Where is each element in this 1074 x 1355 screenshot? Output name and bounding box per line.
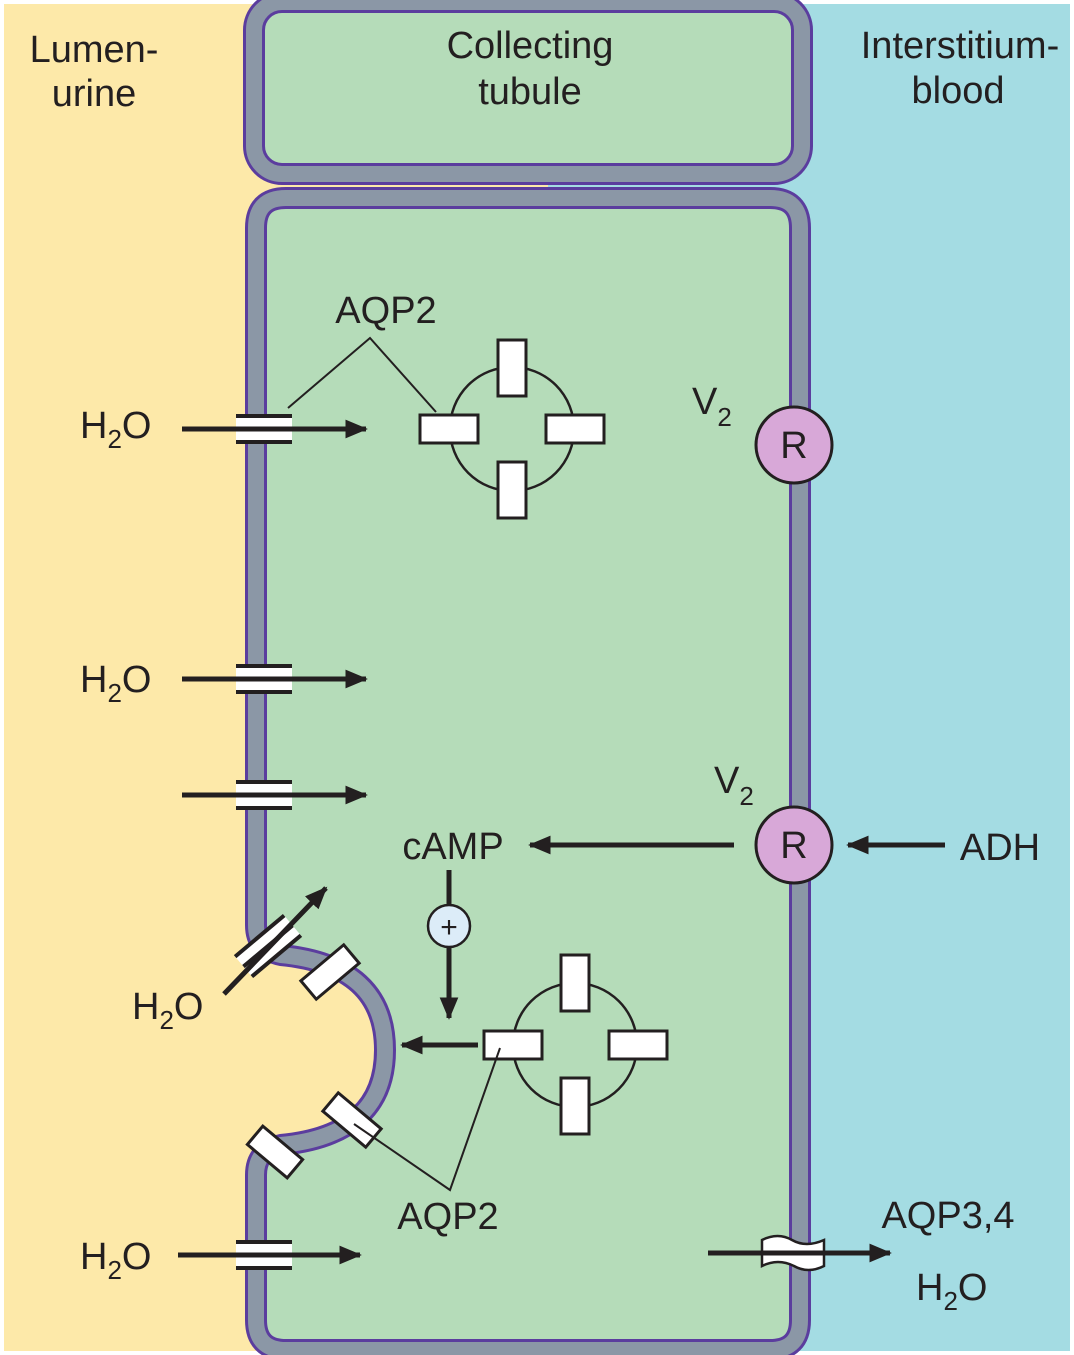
lumen-label-line1: Lumen- xyxy=(30,29,159,71)
upper-cell-membrane-fill xyxy=(246,0,810,182)
water-label-4: H2O xyxy=(80,1236,151,1285)
inserting-channel-1 xyxy=(298,942,362,1002)
interstitium-label-line2: blood xyxy=(912,70,1005,112)
inserting-channel-3 xyxy=(245,1123,305,1181)
cell-label-line2: tubule xyxy=(478,71,582,113)
water-label-3: H2O xyxy=(132,986,203,1035)
aqp34-label: AQP3,4 xyxy=(881,1195,1014,1237)
interstitium-label-line1: Interstitium- xyxy=(861,25,1059,67)
water-label-2: H2O xyxy=(80,659,151,708)
water-label-1: H2O xyxy=(80,405,151,454)
lumen-label-line2: urine xyxy=(52,73,137,115)
v2-receptor-upper: R xyxy=(754,405,834,485)
water-arrow-fusing xyxy=(222,886,328,996)
aqp2-vesicle-lower xyxy=(482,953,669,1136)
v2-label-lower: V2 xyxy=(714,760,754,811)
aqp2-top-pointer xyxy=(287,336,437,413)
receptor-label-upper: R xyxy=(780,425,807,467)
aqp2-label-top: AQP2 xyxy=(335,290,436,332)
water-label-5: H2O xyxy=(916,1267,987,1316)
aqp2-bottom-pointer xyxy=(353,1047,501,1192)
camp-label: cAMP xyxy=(402,826,503,868)
aqp2-label-bottom: AQP2 xyxy=(397,1196,498,1238)
v2-label-upper: V2 xyxy=(692,381,732,432)
cell-label-line1: Collecting xyxy=(447,25,614,67)
aqp2-vesicle-upper xyxy=(418,338,606,520)
receptor-label-lower: R xyxy=(780,825,807,867)
v2-receptor-lower: R xyxy=(754,805,834,885)
plus-sign: + xyxy=(440,911,458,944)
adh-label: ADH xyxy=(960,827,1040,869)
